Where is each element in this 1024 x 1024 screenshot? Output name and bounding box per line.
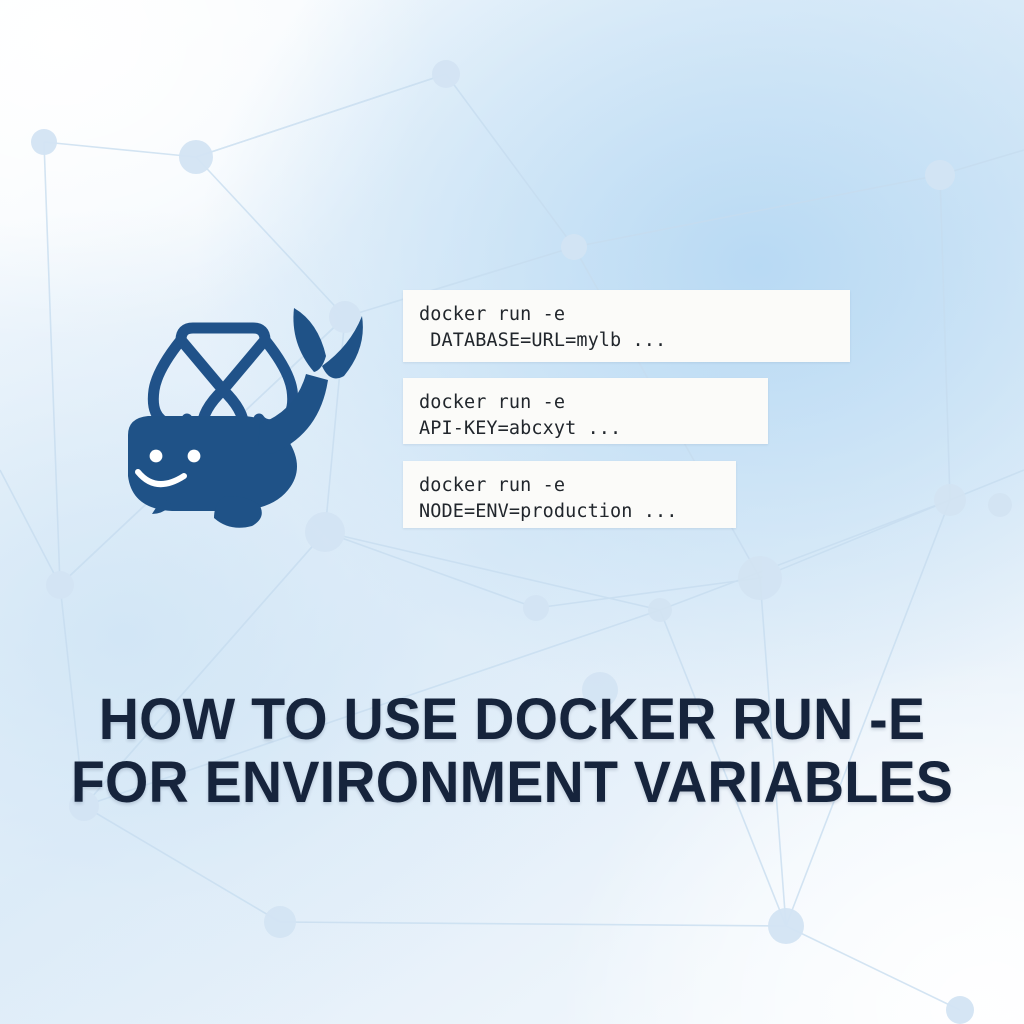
code-chip-database-url: docker run -e DATABASE=URL=mylb ... xyxy=(403,290,850,362)
whale-shape xyxy=(128,308,363,528)
whale-eye-right xyxy=(187,449,201,463)
code-chip-line2: NODE=ENV=production ... xyxy=(419,501,678,523)
code-chip-api-key: docker run -e API-KEY=abcxyt ... xyxy=(403,378,768,444)
code-chip-node-env: docker run -e NODE=ENV=production ... xyxy=(403,461,736,528)
page-title-line2: FOR ENVIRONMENT VARIABLES xyxy=(70,750,954,815)
docker-whale-logo xyxy=(110,300,370,535)
network-lines xyxy=(0,73,1024,1011)
code-chip-line1: docker run -e xyxy=(419,392,566,413)
code-chip-line1: docker run -e xyxy=(419,304,566,325)
network-nodes xyxy=(31,60,1012,1024)
whale-smile xyxy=(135,469,187,487)
page-title-line1: HOW TO USE DOCKER RUN -E xyxy=(98,687,926,752)
code-chip-line2: API-KEY=abcxyt ... xyxy=(419,418,622,440)
code-chip-line1: docker run -e xyxy=(419,475,566,496)
whale-eye-left xyxy=(149,449,163,463)
code-chip-line2: DATABASE=URL=mylb ... xyxy=(419,330,667,352)
page-title: HOW TO USE DOCKER RUN -E FOR ENVIRONMENT… xyxy=(0,688,1024,814)
